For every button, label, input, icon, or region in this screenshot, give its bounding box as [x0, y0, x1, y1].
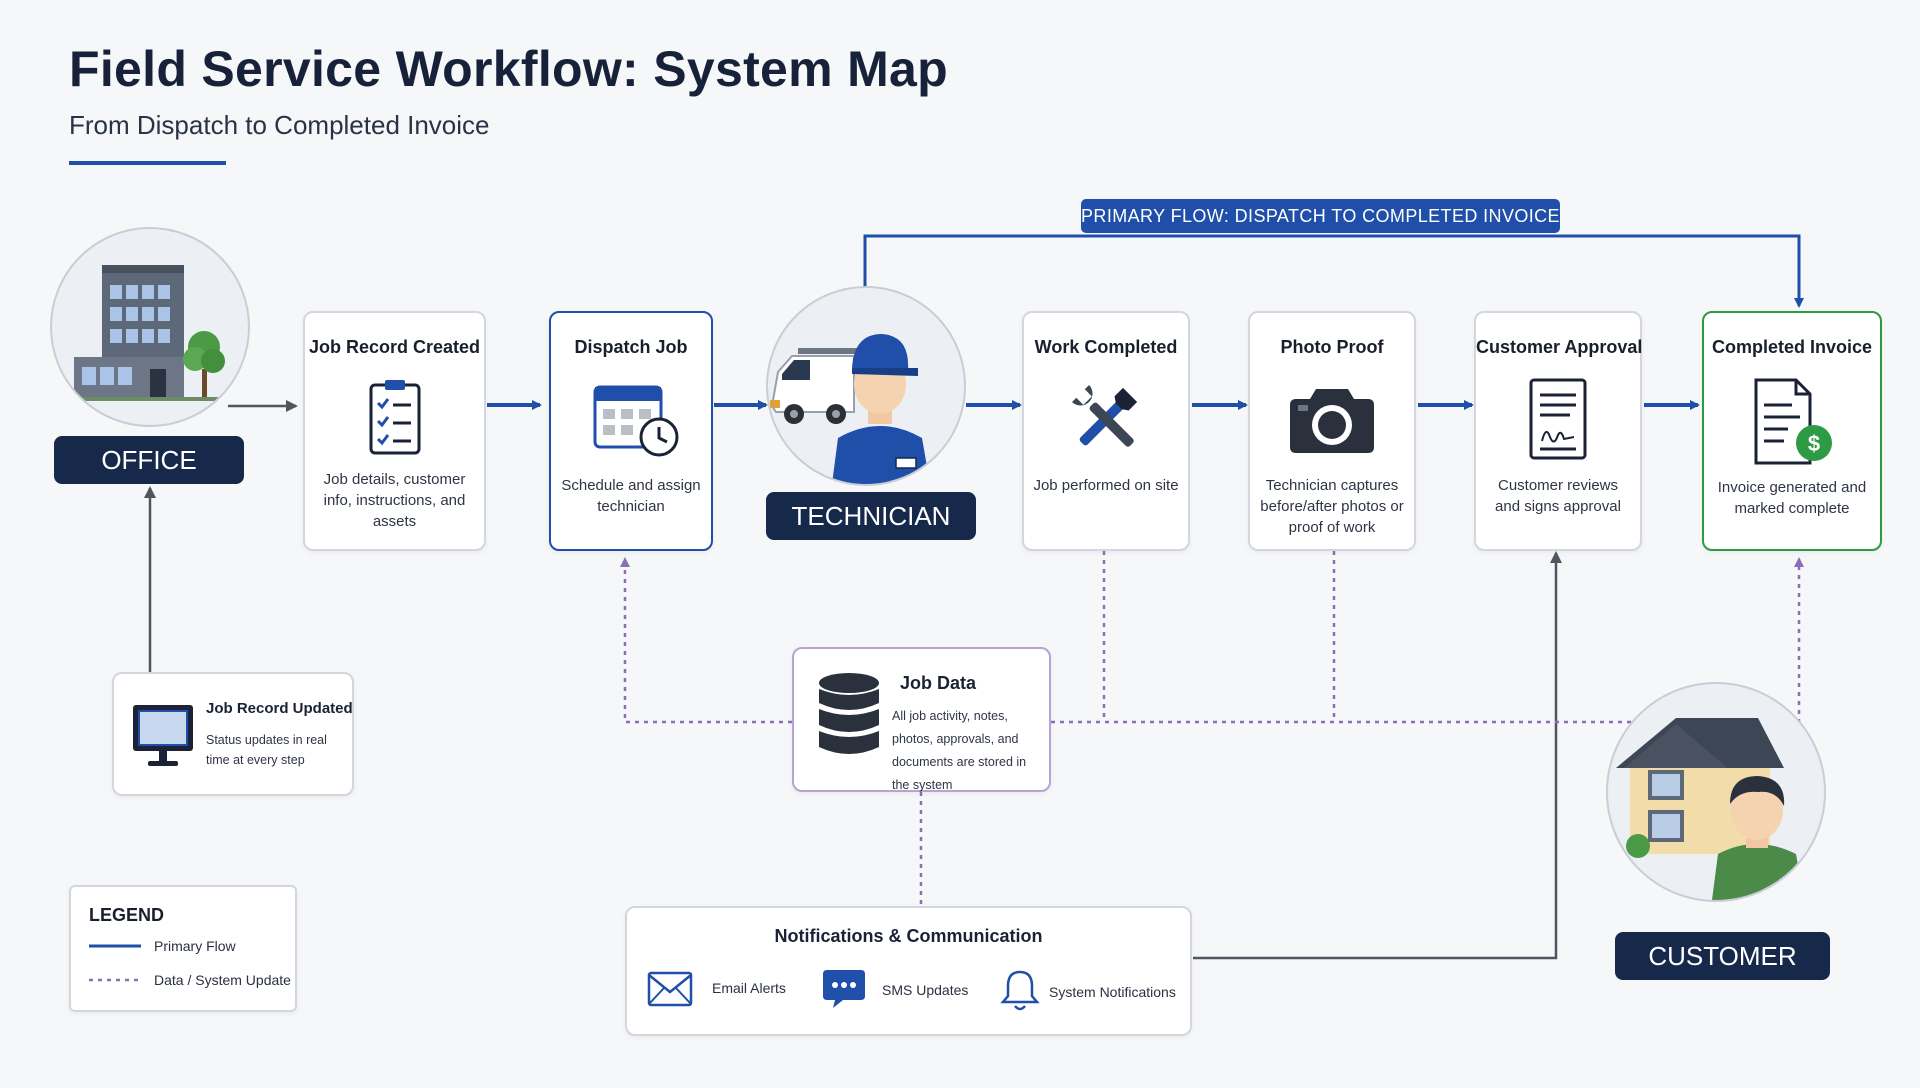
monitor-icon [130, 702, 196, 775]
step-title: Dispatch Job [574, 337, 688, 357]
camera-icon [1288, 381, 1376, 462]
job-data-title: Job Data [900, 673, 977, 693]
calendar-clock-icon [591, 377, 683, 466]
office-building-icon [66, 265, 236, 401]
step-work-completed: Work Completed Job performed on site [1022, 311, 1190, 551]
step-description: Job details, customer info, instructions… [323, 471, 466, 530]
invoice-dollar-icon: $ [1750, 377, 1834, 472]
bell-icon [1000, 968, 1040, 1017]
job-record-updated-title: Job Record Updated [206, 700, 353, 717]
signed-document-icon [1528, 377, 1588, 466]
office-label: OFFICE [54, 436, 244, 484]
step-title: Completed Invoice [1711, 337, 1873, 357]
title-underline [69, 161, 226, 165]
svg-text:$: $ [1808, 431, 1820, 456]
office-illustration [50, 227, 250, 427]
page-subtitle: From Dispatch to Completed Invoice [69, 110, 490, 140]
step-completed-invoice: Completed Invoice $ Invoice generated an… [1702, 311, 1882, 551]
notifications-card: Notifications & Communication Email Aler… [625, 906, 1192, 1036]
step-title: Photo Proof [1280, 337, 1384, 357]
technician-label: TECHNICIAN [766, 492, 976, 540]
legend-data-update-label: Data / System Update [154, 972, 291, 988]
sms-updates-label: SMS Updates [882, 982, 969, 998]
step-title: Job Record Created [308, 337, 481, 357]
legend-dotted-line [89, 978, 141, 982]
service-van-icon [770, 348, 878, 424]
step-description: Job performed on site [1033, 477, 1179, 494]
step-title: Customer Approval [1476, 337, 1643, 357]
step-description: Customer reviews and signs approval [1495, 477, 1621, 515]
step-dispatch-job: Dispatch Job Schedule and assign technic… [549, 311, 713, 551]
database-icon [816, 671, 882, 768]
legend-primary-flow-label: Primary Flow [154, 938, 236, 954]
step-description: Invoice generated and marked complete [1717, 479, 1867, 517]
step-photo-proof: Photo Proof Technician captures before/a… [1248, 311, 1416, 551]
job-data-card: Job Data All job activity, notes, photos… [792, 647, 1051, 792]
legend-title: LEGEND [89, 905, 165, 925]
legend: LEGEND Primary Flow Data / System Update [69, 885, 297, 1012]
job-record-updated-desc: Status updates in real time at every ste… [206, 733, 327, 767]
email-alerts-label: Email Alerts [712, 980, 786, 996]
technician-illustration [766, 286, 966, 486]
notifications-title: Notifications & Communication [774, 926, 1043, 946]
step-customer-approval: Customer Approval Customer reviews and s… [1474, 311, 1642, 551]
system-notifications-label: System Notifications [1049, 984, 1176, 1000]
chat-bubble-icon [821, 968, 867, 1015]
job-data-desc: All job activity, notes, photos, approva… [892, 709, 1027, 792]
primary-flow-arrows [487, 234, 1804, 410]
clipboard-checklist-icon [367, 377, 423, 462]
customer-person-icon [1712, 776, 1804, 900]
customer-label: CUSTOMER [1615, 932, 1830, 980]
step-description: Technician captures before/after photos … [1260, 477, 1404, 536]
customer-illustration [1606, 682, 1826, 902]
step-title: Work Completed [1034, 337, 1178, 357]
legend-solid-line [89, 944, 141, 948]
step-description: Schedule and assign technician [561, 477, 701, 515]
step-job-record-created: Job Record Created Job details, customer… [303, 311, 486, 551]
page-title: Field Service Workflow: System Map [69, 41, 948, 97]
technician-person-icon [832, 334, 930, 484]
envelope-icon [647, 970, 693, 1013]
tools-icon [1066, 379, 1146, 464]
job-record-updated-card: Job Record Updated Status updates in rea… [112, 672, 354, 796]
primary-flow-label: PRIMARY FLOW: DISPATCH TO COMPLETED INVO… [1081, 199, 1560, 233]
